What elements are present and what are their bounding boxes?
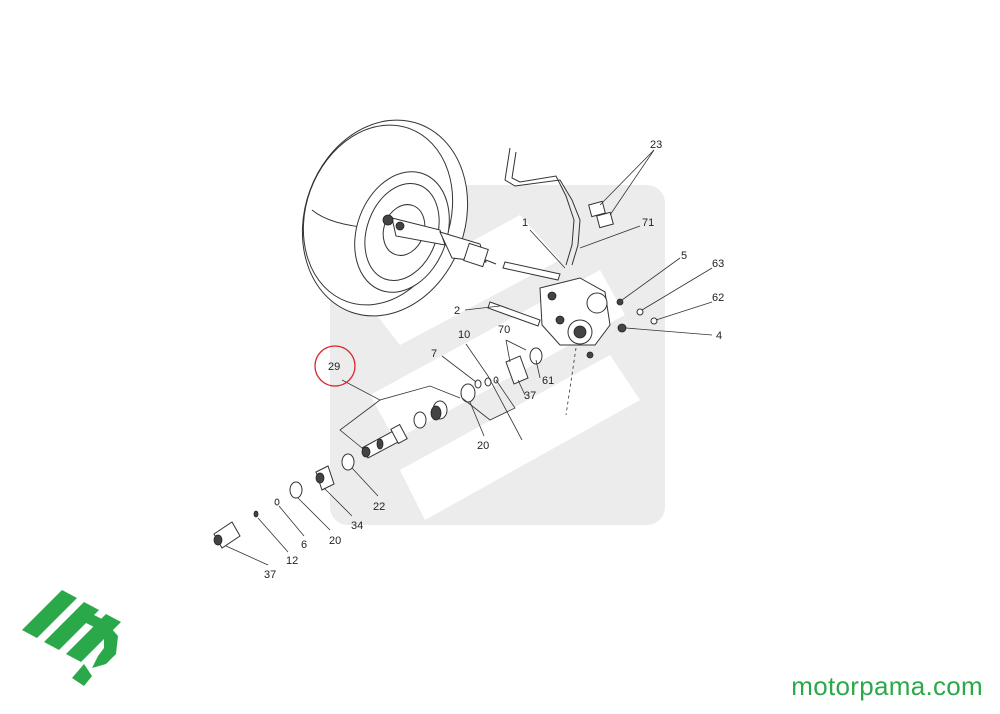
callout-63: 63 bbox=[712, 258, 724, 270]
callout-20-upper: 20 bbox=[477, 440, 489, 452]
callout-4: 4 bbox=[716, 330, 722, 342]
callout-labels: 1 2 4 5 6 7 10 12 20 20 22 23 34 37 37 6… bbox=[264, 139, 724, 581]
callout-20-lower: 20 bbox=[329, 535, 341, 547]
highlight-part-29[interactable]: 29 bbox=[314, 345, 356, 387]
callout-1: 1 bbox=[522, 217, 528, 229]
callout-22: 22 bbox=[373, 501, 385, 513]
callout-29: 29 bbox=[328, 361, 340, 373]
pin-parts bbox=[487, 261, 561, 327]
callout-12: 12 bbox=[286, 555, 298, 567]
callout-37-right: 37 bbox=[524, 390, 536, 402]
callout-7: 7 bbox=[431, 348, 437, 360]
callout-23: 23 bbox=[650, 139, 662, 151]
callout-61: 61 bbox=[542, 375, 554, 387]
callout-62: 62 bbox=[712, 292, 724, 304]
drive-shaft bbox=[382, 214, 497, 268]
callout-2: 2 bbox=[454, 305, 460, 317]
lower-left-parts bbox=[213, 453, 355, 549]
gearbox-housing bbox=[539, 277, 611, 416]
callout-34: 34 bbox=[351, 520, 363, 532]
callout-6: 6 bbox=[301, 539, 307, 551]
website-url[interactable]: motorpama.com bbox=[791, 671, 983, 701]
callout-5: 5 bbox=[681, 250, 687, 262]
callout-37-left: 37 bbox=[264, 569, 276, 581]
small-washers bbox=[616, 298, 658, 333]
middle-parts bbox=[413, 347, 543, 429]
callout-10: 10 bbox=[458, 329, 470, 341]
callout-71: 71 bbox=[642, 217, 654, 229]
motorpama-logo bbox=[22, 590, 121, 686]
callout-70: 70 bbox=[498, 324, 510, 336]
shaft-part-29 bbox=[361, 423, 408, 459]
leader-lines bbox=[225, 149, 713, 566]
wire-harness bbox=[504, 147, 614, 266]
